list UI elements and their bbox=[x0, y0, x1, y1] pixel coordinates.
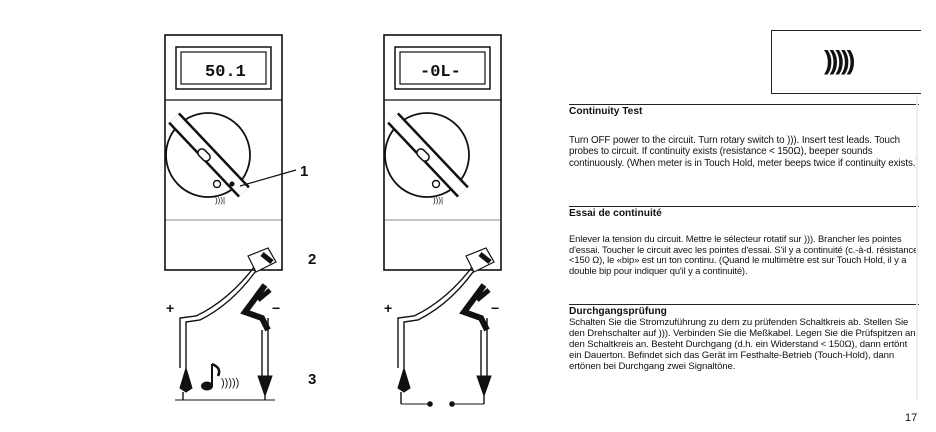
left-test-leads bbox=[175, 247, 277, 401]
right-continuity-mark: )))| bbox=[433, 196, 443, 205]
right-multimeter bbox=[383, 34, 502, 271]
section-title-en: Continuity Test bbox=[569, 106, 643, 117]
left-continuity-mark: )))| bbox=[215, 196, 225, 205]
left-plus-mark: + bbox=[166, 300, 174, 316]
right-plus-mark: + bbox=[384, 300, 392, 316]
callout-2: 2 bbox=[308, 251, 316, 268]
section-body-en: Turn OFF power to the circuit. Turn rota… bbox=[569, 135, 919, 169]
continuity-test-illustration: 50.1 )))| ))))) -0L- )))| bbox=[164, 34, 502, 407]
callout-1-leader bbox=[239, 169, 297, 187]
left-minus-mark: − bbox=[272, 300, 280, 316]
section-essai-continuite: Essai de continuité Enlever la tension d… bbox=[569, 206, 919, 276]
open-circuit-dot-right bbox=[449, 401, 455, 407]
page-fold-shadow bbox=[916, 95, 918, 400]
section-body-fr: Enlever la tension du circuit. Mettre le… bbox=[569, 233, 919, 276]
section-continuity-test: Continuity Test Turn OFF power to the ci… bbox=[569, 104, 919, 169]
section-title-fr: Essai de continuité bbox=[569, 208, 662, 219]
open-circuit-dot-left bbox=[427, 401, 433, 407]
left-display-reading: 50.1 bbox=[205, 63, 246, 82]
continuity-symbol-icon: ))))) bbox=[824, 45, 855, 75]
right-minus-mark: − bbox=[491, 300, 499, 316]
left-beep-mark: ))))) bbox=[221, 377, 239, 389]
page-number: 17 bbox=[905, 412, 918, 424]
music-note-icon bbox=[201, 362, 221, 391]
callout-1: 1 bbox=[300, 163, 308, 180]
continuity-symbol-box: ))))) bbox=[771, 30, 921, 94]
left-multimeter bbox=[164, 34, 283, 271]
section-durchgangspruefung: Durchgangsprüfung Schalten Sie die Strom… bbox=[569, 304, 919, 373]
callout-3: 3 bbox=[308, 371, 316, 388]
section-body-de: Schalten Sie die Stromzuführung zu dem z… bbox=[569, 317, 916, 372]
right-display-reading: -0L- bbox=[420, 63, 461, 82]
section-title-de: Durchgangsprüfung bbox=[569, 306, 667, 317]
right-test-leads bbox=[397, 247, 495, 405]
